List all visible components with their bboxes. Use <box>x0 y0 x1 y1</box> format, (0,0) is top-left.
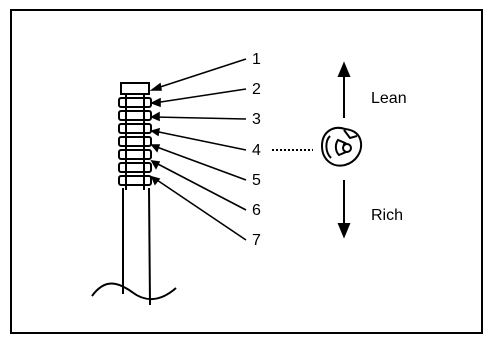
leader-arrowhead-5 <box>150 144 161 153</box>
notch-label-4: 4 <box>252 142 261 159</box>
lean-label: Lean <box>371 90 407 107</box>
leader-arrowhead-2 <box>150 97 161 108</box>
notch-label-6: 6 <box>252 202 261 219</box>
e-clip-hole <box>342 143 352 153</box>
e-clip-notch <box>343 129 358 140</box>
needle-groove-6 <box>118 162 152 173</box>
leader-line-4 <box>153 130 247 151</box>
leader-line-7 <box>153 177 247 241</box>
needle-groove-7 <box>118 175 152 186</box>
needle-groove-1 <box>118 97 152 108</box>
leader-line-6 <box>153 161 247 211</box>
arrow-up-head-icon <box>337 61 351 77</box>
leader-arrowhead-7 <box>150 175 161 186</box>
notch-label-1: 1 <box>252 51 261 68</box>
notch-label-7: 7 <box>252 232 261 249</box>
leader-arrowhead-3 <box>150 111 160 122</box>
leader-arrowhead-1 <box>149 82 162 91</box>
leader-line-5 <box>153 145 247 181</box>
arrow-down-head-icon <box>337 223 351 239</box>
leader-line-2 <box>153 88 247 104</box>
direction-arrows <box>337 61 351 239</box>
notch-label-3: 3 <box>252 111 261 128</box>
needle-groove-3 <box>118 123 152 134</box>
needle <box>91 82 177 306</box>
leader-lines <box>149 58 247 241</box>
notch-label-5: 5 <box>252 172 261 189</box>
e-clip-icon <box>320 127 363 167</box>
e-clip-side <box>325 135 332 159</box>
needle-groove-4 <box>118 136 152 147</box>
needle-break-line <box>91 282 177 300</box>
needle-top-cap <box>120 82 150 95</box>
diagram-frame <box>10 9 483 334</box>
needle-groove-5 <box>118 149 152 160</box>
leader-line-3 <box>153 116 247 120</box>
leader-arrowhead-6 <box>150 159 161 170</box>
notch-label-2: 2 <box>252 81 261 98</box>
needle-shaft-right <box>148 187 151 306</box>
notch-labels: 1 2 3 4 5 6 7 <box>252 51 261 249</box>
leader-arrowhead-4 <box>150 127 160 137</box>
leader-line-1 <box>153 58 247 90</box>
needle-groove-2 <box>118 110 152 121</box>
rich-label: Rich <box>371 207 403 224</box>
